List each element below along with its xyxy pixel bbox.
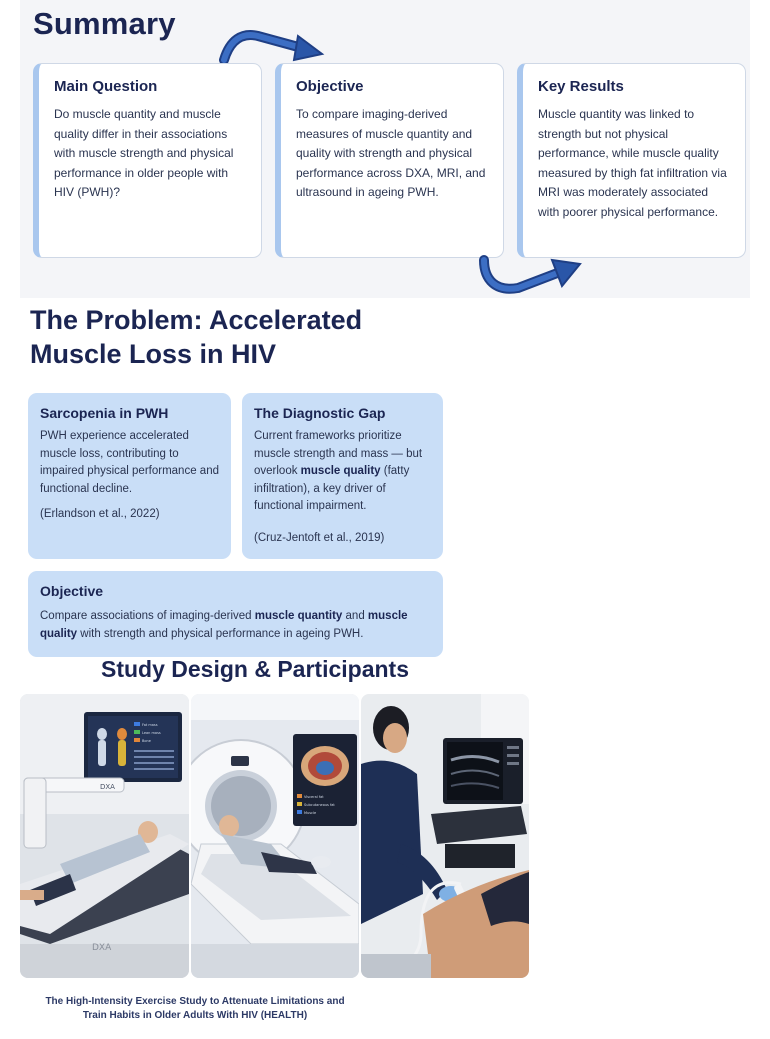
diagnostic-gap-citation: (Cruz-Jentoft et al., 2019): [254, 531, 385, 544]
dxa-machine-label: DXA: [100, 783, 115, 791]
main-question-text: Do muscle quantity and muscle quality di…: [54, 107, 234, 199]
problem-objective-text: Compare associations of imaging-derived …: [40, 610, 408, 640]
summary-card-main-question: Main Question Do muscle quantity and mus…: [33, 63, 262, 258]
main-question-heading: Main Question: [54, 78, 158, 95]
summary-title: Summary: [33, 6, 176, 41]
study-caption-line: The High-Intensity Exercise Study to Att…: [45, 996, 345, 1007]
dxa-scan-photo: Fat mass Lean mass Bone DXA DXA: [20, 694, 189, 978]
objective-heading: Objective: [296, 78, 364, 95]
study-caption: The High-Intensity Exercise Study to Att…: [20, 995, 370, 1023]
sarcopenia-citation: (Erlandson et al., 2022): [40, 508, 160, 520]
mri-scan-photo: Visceral fat Subcutaneous fat Muscle: [191, 694, 359, 978]
flow-arrow-icon: [219, 30, 325, 64]
mri-legend-item: Visceral fat: [304, 795, 324, 799]
sarcopenia-text: PWH experience accelerated muscle loss, …: [40, 430, 219, 495]
diagnostic-gap-card: The Diagnostic Gap Current frameworks pr…: [242, 393, 443, 559]
sarcopenia-heading: Sarcopenia in PWH: [40, 405, 169, 421]
summary-card-objective: Objective To compare imaging-derived mea…: [275, 63, 504, 258]
diagnostic-gap-heading: The Diagnostic Gap: [254, 405, 386, 421]
problem-objective-heading: Objective: [40, 583, 104, 599]
sarcopenia-card: Sarcopenia in PWH PWH experience acceler…: [28, 393, 231, 559]
ultrasound-scan-photo: [361, 694, 529, 978]
key-results-text: Muscle quantity was linked to strength b…: [538, 107, 727, 219]
dxa-legend-item: Fat mass: [142, 723, 158, 727]
study-design-title: Study Design & Participants: [100, 656, 409, 682]
key-results-heading: Key Results: [538, 78, 624, 95]
dxa-machine-label: DXA: [92, 943, 112, 953]
flow-arrow-icon: [479, 255, 582, 294]
objective-text: To compare imaging-derived measures of m…: [296, 107, 486, 199]
summary-card-key-results: Key Results Muscle quantity was linked t…: [517, 63, 746, 258]
problem-title: The Problem: Accelerated Muscle Loss in …: [30, 305, 363, 369]
dxa-legend-item: Lean mass: [142, 731, 161, 735]
study-caption-line: Train Habits in Older Adults With HIV (H…: [82, 1010, 308, 1021]
dxa-legend-item: Bone: [142, 739, 151, 743]
mri-legend-item: Subcutaneous fat: [304, 803, 335, 807]
mri-legend-item: Muscle: [304, 811, 316, 815]
problem-objective-card: Objective Compare associations of imagin…: [28, 571, 443, 657]
diagnostic-gap-text: Current frameworks prioritize muscle str…: [254, 430, 423, 512]
